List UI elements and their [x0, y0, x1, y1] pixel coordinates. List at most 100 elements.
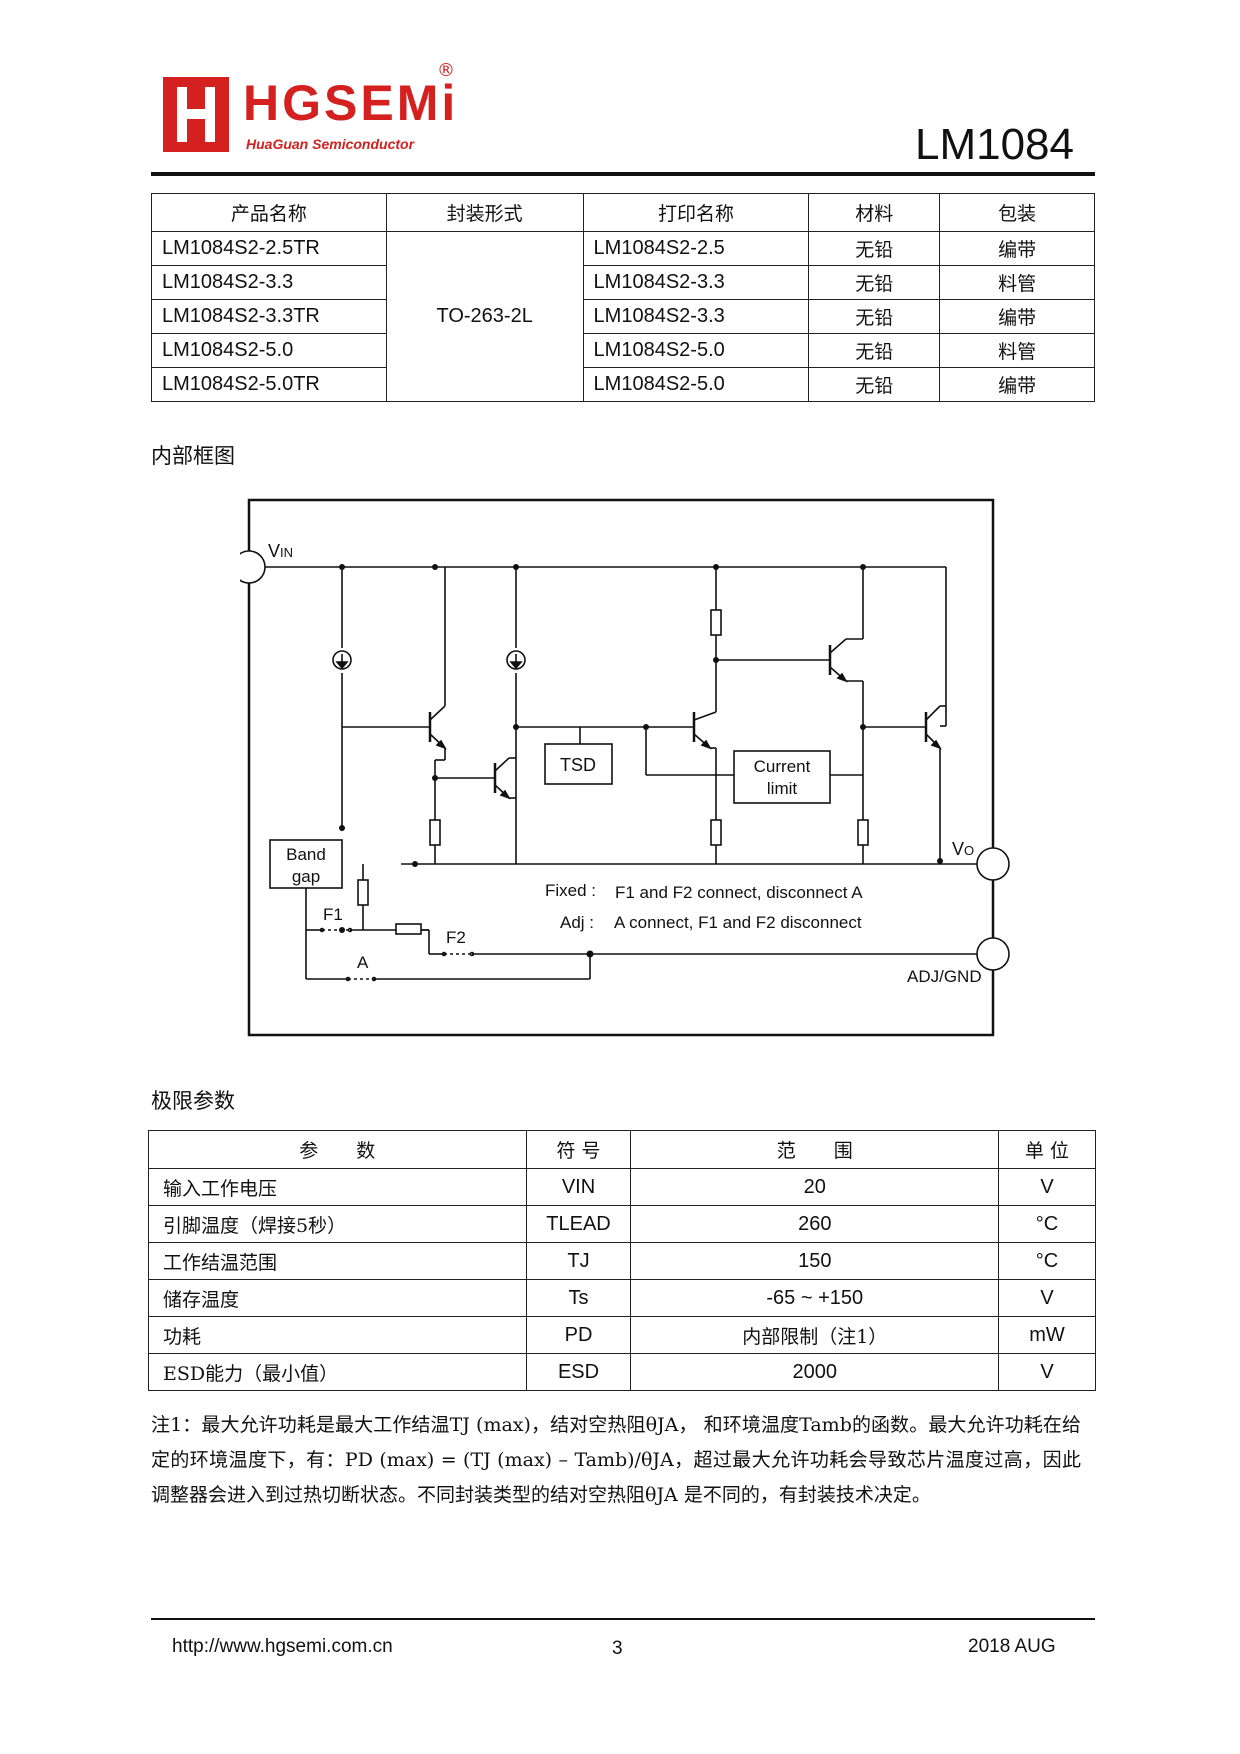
ordering-table: 产品名称 封装形式 打印名称 材料 包装 LM1084S2-2.5TR TO-2… [151, 193, 1095, 402]
range-cell: -65 ~ +150 [630, 1279, 1000, 1317]
table-row: ESD能力（最小值） ESD 2000 V [148, 1353, 1096, 1391]
f2-label: F2 [446, 928, 466, 947]
param-cell: 功耗 [148, 1316, 527, 1354]
param-cell: 输入工作电压 [148, 1168, 527, 1206]
header-material: 材料 [808, 193, 941, 232]
transistor-q1-icon [428, 705, 447, 750]
a-label: A [357, 953, 369, 972]
product-cell: LM1084S2-3.3TR [151, 299, 387, 334]
transistor-q2-icon [493, 757, 511, 800]
header-range: 范 围 [630, 1130, 1000, 1169]
header-marking: 打印名称 [582, 193, 810, 232]
symbol-cell: TLEAD [525, 1205, 632, 1243]
vin-label: VIN [268, 541, 293, 561]
material-cell: 无铅 [808, 265, 941, 300]
product-cell: LM1084S2-3.3 [151, 265, 387, 300]
fixed-label: Fixed : [545, 881, 596, 900]
product-cell: LM1084S2-5.0TR [151, 367, 387, 402]
unit-cell: mW [998, 1316, 1096, 1354]
current-limit-block [733, 750, 831, 804]
logo-subtitle: HuaGuan Semiconductor [246, 136, 415, 152]
table-row: LM1084S2-3.3 LM1084S2-3.3 无铅 料管 [151, 265, 1095, 300]
table-header-row: 产品名称 封装形式 打印名称 材料 包装 [151, 193, 1095, 232]
product-cell: LM1084S2-5.0 [151, 333, 387, 368]
header-divider [151, 172, 1095, 176]
unit-cell: V [998, 1168, 1096, 1206]
symbol-cell: VIN [525, 1168, 632, 1206]
footer-divider [151, 1618, 1095, 1620]
marking-cell: LM1084S2-5.0 [582, 333, 810, 368]
table-header-row: 参 数 符 号 范 围 单 位 [148, 1130, 1096, 1169]
resistor-r5 [357, 879, 369, 906]
bandgap-label-1: Band [286, 845, 326, 864]
param-cell: ESD能力（最小值） [148, 1353, 527, 1391]
material-cell: 无铅 [808, 231, 941, 266]
footer-date: 2018 AUG [968, 1636, 1056, 1657]
packing-cell: 编带 [939, 231, 1095, 266]
transistor-q3-icon [692, 711, 717, 750]
table-row: LM1084S2-5.0TR LM1084S2-5.0 无铅 编带 [151, 367, 1095, 402]
symbol-cell: PD [525, 1316, 632, 1354]
table-row: 输入工作电压 VIN 20 V [148, 1168, 1096, 1206]
adj-label: Adj : [560, 913, 594, 932]
header-unit: 单 位 [998, 1130, 1096, 1169]
vo-label: VO [952, 839, 974, 859]
symbol-cell: ESD [525, 1353, 632, 1391]
f1-label: F1 [323, 905, 343, 924]
packing-cell: 料管 [939, 265, 1095, 300]
marking-cell: LM1084S2-2.5 [582, 231, 810, 266]
symbol-cell: Ts [525, 1279, 632, 1317]
unit-cell: °C [998, 1205, 1096, 1243]
packing-cell: 编带 [939, 299, 1095, 334]
transistor-q4-icon [828, 638, 848, 683]
header-product: 产品名称 [151, 193, 387, 232]
block-diagram: TSD Current limit Band gap [240, 498, 1010, 1037]
material-cell: 无铅 [808, 333, 941, 368]
range-cell: 20 [630, 1168, 1000, 1206]
range-cell: 2000 [630, 1353, 1000, 1391]
footer-url-link[interactable]: http://www.hgsemi.com.cn [172, 1636, 393, 1657]
packing-cell: 料管 [939, 333, 1095, 368]
symbol-cell: TJ [525, 1242, 632, 1280]
adj-gnd-terminal [976, 937, 1010, 971]
part-number-title: LM1084 [914, 120, 1074, 169]
current-limit-label-2: limit [767, 779, 797, 798]
resistor-r1 [429, 819, 441, 846]
registered-mark: ® [437, 60, 455, 81]
bandgap-label-2: gap [292, 867, 320, 886]
vin-terminal [240, 550, 266, 584]
table-row: 工作结温范围 TJ 150 °C [148, 1242, 1096, 1280]
resistor-r3 [710, 819, 722, 846]
fixed-description: F1 and F2 connect, disconnect A [615, 883, 863, 902]
table-row: 储存温度 Ts -65 ~ +150 V [148, 1279, 1096, 1317]
marking-cell: LM1084S2-3.3 [582, 299, 810, 334]
adj-description: A connect, F1 and F2 disconnect [614, 913, 862, 932]
marking-cell: LM1084S2-3.3 [582, 265, 810, 300]
unit-cell: °C [998, 1242, 1096, 1280]
header-packing: 包装 [939, 193, 1095, 232]
marking-cell: LM1084S2-5.0 [582, 367, 810, 402]
unit-cell: V [998, 1279, 1096, 1317]
table-row: LM1084S2-2.5TR TO-263-2L LM1084S2-2.5 无铅… [151, 231, 1095, 402]
range-cell: 150 [630, 1242, 1000, 1280]
header-param: 参 数 [148, 1130, 527, 1169]
material-cell: 无铅 [808, 367, 941, 402]
limits-table: 参 数 符 号 范 围 单 位 输入工作电压 VIN 20 V 引脚温度（焊接5… [148, 1130, 1096, 1391]
package-cell: TO-263-2L [385, 231, 584, 402]
param-cell: 引脚温度（焊接5秒） [148, 1205, 527, 1243]
tsd-label: TSD [560, 755, 596, 775]
range-cell: 内部限制（注1） [630, 1316, 1000, 1354]
page-number: 3 [612, 1638, 623, 1659]
resistor-r2 [710, 609, 722, 636]
limits-heading: 极限参数 [151, 1089, 235, 1113]
table-row: 功耗 PD 内部限制（注1） mW [148, 1316, 1096, 1354]
resistor-r6 [395, 923, 422, 935]
adj-gnd-label: ADJ/GND [907, 967, 982, 986]
unit-cell: V [998, 1353, 1096, 1391]
table-row: LM1084S2-5.0 LM1084S2-5.0 无铅 料管 [151, 333, 1095, 368]
tsd-block [544, 743, 613, 785]
param-cell: 工作结温范围 [148, 1242, 527, 1280]
table-row: 引脚温度（焊接5秒） TLEAD 260 °C [148, 1205, 1096, 1243]
vo-terminal [976, 847, 1010, 881]
header-package: 封装形式 [385, 193, 584, 232]
